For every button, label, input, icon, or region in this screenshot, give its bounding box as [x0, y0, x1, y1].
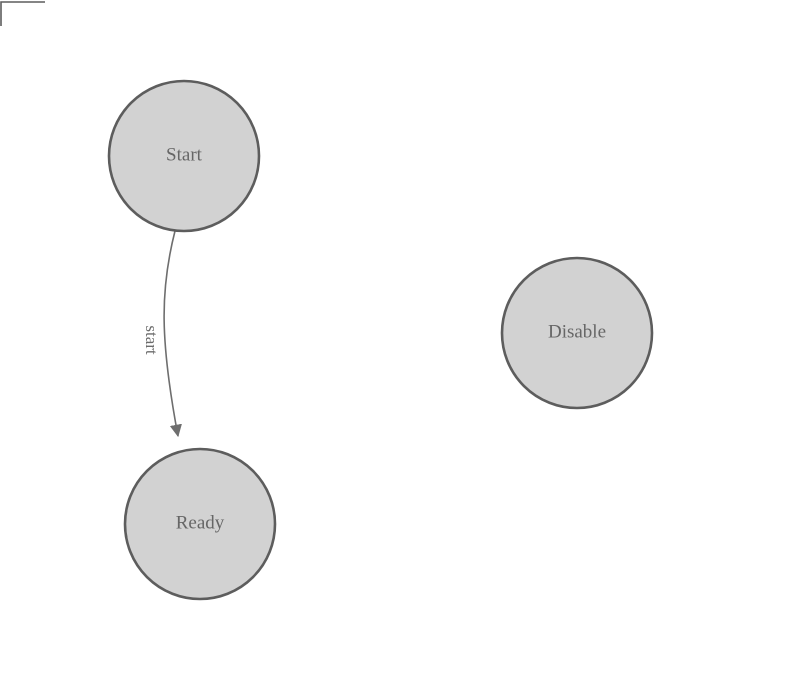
- node-circle-start[interactable]: [107, 79, 261, 233]
- node-start[interactable]: Start: [107, 79, 261, 233]
- edge-path-start-to-ready[interactable]: [163, 230, 182, 438]
- edge-label-group-start: start: [142, 325, 161, 355]
- node-label-start: Start: [166, 144, 203, 165]
- edge-start-to-ready[interactable]: start: [142, 230, 182, 438]
- node-disable[interactable]: Disable: [500, 256, 654, 410]
- node-circle-disable[interactable]: [500, 256, 654, 410]
- top-left-corner-marker: [0, 1, 45, 26]
- edge-label-start: start: [142, 325, 161, 355]
- node-label-ready: Ready: [176, 512, 225, 533]
- node-ready[interactable]: Ready: [123, 447, 277, 601]
- node-label-disable: Disable: [548, 321, 606, 342]
- node-circle-ready[interactable]: [123, 447, 277, 601]
